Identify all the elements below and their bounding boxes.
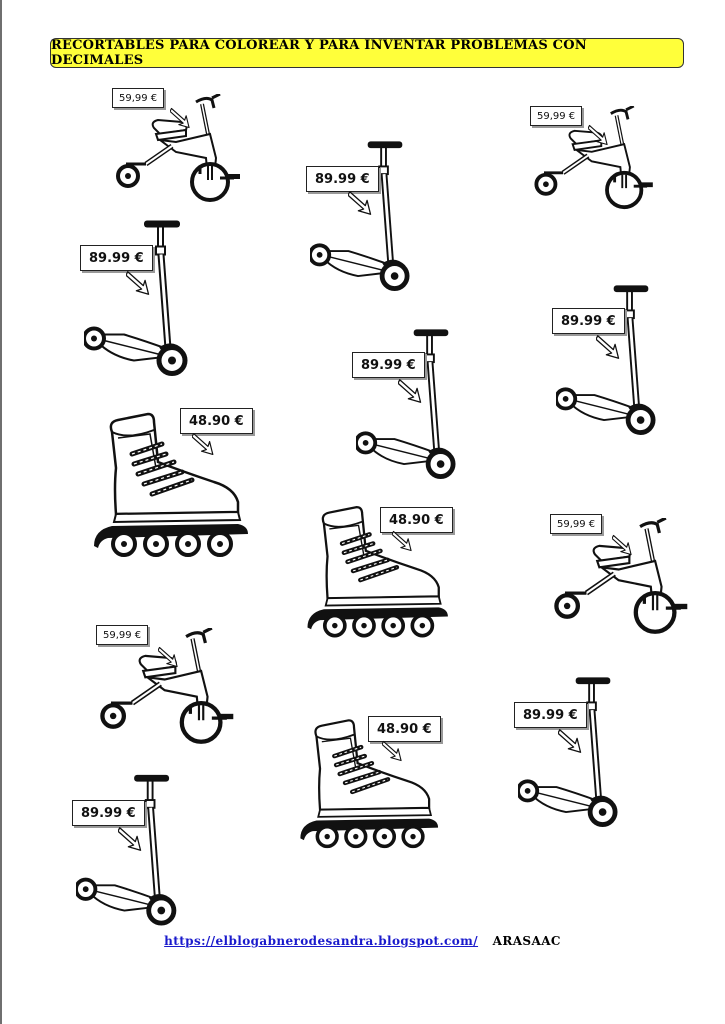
pointer-arrow-icon: [170, 107, 192, 129]
pointer-arrow-icon: [596, 334, 622, 360]
price-label: 48.90 €: [189, 413, 244, 429]
pointer-arrow-icon: [382, 740, 404, 762]
price-tag-tricycle: 59,99 €: [550, 514, 603, 534]
pointer-arrow-icon: [558, 728, 584, 754]
price-tag-skate: 48.90 €: [180, 408, 253, 434]
page-title-text: RECORTABLES PARA COLOREAR Y PARA INVENTA…: [51, 38, 587, 68]
price-label: 59,99 €: [557, 518, 596, 530]
credit-text: ARASAAC: [492, 934, 561, 948]
price-label: 89.99 €: [81, 805, 136, 821]
pointer-arrow-icon: [392, 530, 414, 552]
pointer-arrow-icon: [588, 124, 610, 146]
scooter-item: [84, 214, 214, 379]
pointer-arrow-icon: [348, 190, 374, 216]
pointer-arrow-icon: [126, 270, 152, 296]
pointer-arrow-icon: [192, 432, 216, 456]
price-label: 48.90 €: [377, 721, 432, 737]
price-label: 59,99 €: [119, 92, 158, 104]
price-label: 48.90 €: [389, 512, 444, 528]
pointer-arrow-icon: [118, 826, 144, 852]
price-label: 89.99 €: [523, 707, 578, 723]
price-tag-scooter: 89.99 €: [352, 352, 425, 378]
price-tag-tricycle: 59,99 €: [112, 88, 165, 108]
page-edge: [0, 0, 2, 1024]
blog-link[interactable]: https://elblogabnerodesandra.blogspot.co…: [164, 934, 479, 948]
price-tag-tricycle: 59,99 €: [96, 625, 149, 645]
price-label: 59,99 €: [537, 110, 576, 122]
footer: https://elblogabnerodesandra.blogspot.co…: [0, 934, 725, 948]
price-label: 89.99 €: [315, 171, 370, 187]
price-tag-scooter: 89.99 €: [514, 702, 587, 728]
scooter-picture: [84, 214, 214, 379]
price-tag-scooter: 89.99 €: [80, 245, 153, 271]
price-tag-skate: 48.90 €: [368, 716, 441, 742]
price-tag-scooter: 89.99 €: [72, 800, 145, 826]
price-label: 89.99 €: [89, 250, 144, 266]
price-tag-tricycle: 59,99 €: [530, 106, 583, 126]
price-tag-skate: 48.90 €: [380, 507, 453, 533]
pointer-arrow-icon: [158, 646, 180, 668]
pointer-arrow-icon: [398, 378, 424, 404]
price-label: 89.99 €: [361, 357, 416, 373]
price-label: 59,99 €: [103, 629, 142, 641]
price-tag-scooter: 89.99 €: [306, 166, 379, 192]
pointer-arrow-icon: [612, 534, 634, 556]
price-label: 89.99 €: [561, 313, 616, 329]
page-title: RECORTABLES PARA COLOREAR Y PARA INVENTA…: [50, 38, 684, 68]
price-tag-scooter: 89.99 €: [552, 308, 625, 334]
